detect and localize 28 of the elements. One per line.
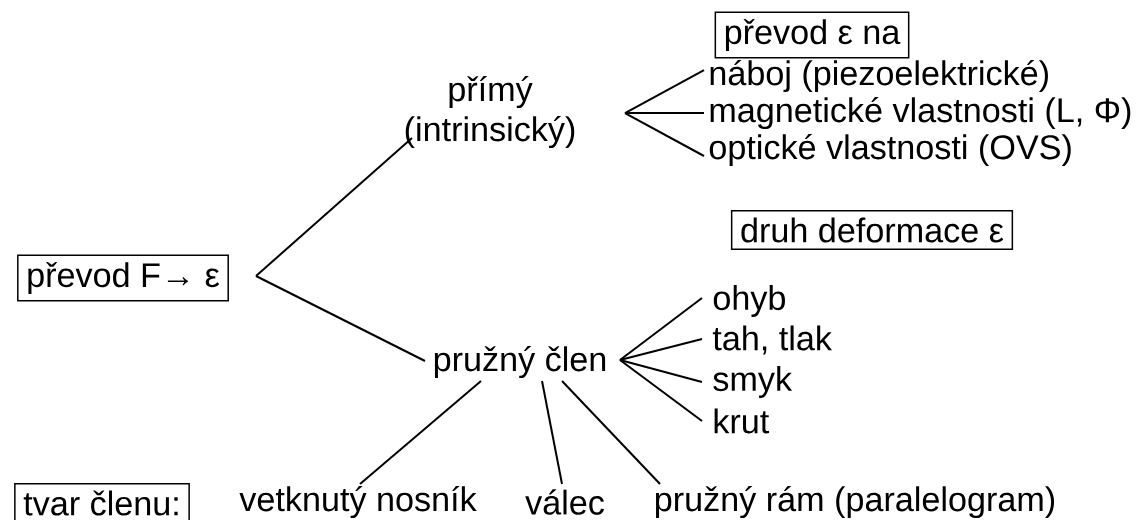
connector-line bbox=[619, 338, 703, 361]
connector-line bbox=[255, 275, 426, 362]
connector-line bbox=[624, 69, 705, 114]
connector-line bbox=[619, 359, 703, 422]
connector-line bbox=[624, 112, 705, 114]
item-label: tah, tlak bbox=[712, 325, 832, 355]
branch-label: pružný člen bbox=[434, 345, 606, 379]
item-label: ohyb bbox=[713, 285, 785, 317]
item-label: optické vlastnosti (OVS) bbox=[709, 133, 1071, 167]
item-label: náboj (piezoelektrické) bbox=[710, 59, 1048, 93]
heading-box: převod ε na bbox=[714, 11, 910, 59]
connector-line bbox=[255, 137, 413, 277]
connector-line bbox=[619, 359, 703, 383]
item-label: vetknutý nosník bbox=[239, 485, 477, 519]
item-label: válec bbox=[525, 489, 604, 515]
item-label: magnetické vlastnosti (L, Φ) bbox=[710, 96, 1131, 130]
branch-label: přímý (intrinsický) bbox=[405, 75, 575, 149]
item-label: krut bbox=[714, 408, 770, 434]
process-box: převod F→ ε bbox=[17, 254, 229, 302]
connector-line bbox=[561, 380, 661, 485]
heading-box: druh deformace ε bbox=[730, 210, 1014, 250]
connector-line bbox=[541, 380, 563, 485]
connector-line bbox=[359, 380, 482, 485]
item-label: smyk bbox=[713, 366, 793, 398]
item-label: pružný rám (paralelogram) bbox=[655, 485, 1055, 519]
connector-line bbox=[619, 297, 703, 361]
heading-box: tvar členu: bbox=[14, 483, 190, 520]
connector-line bbox=[624, 112, 705, 157]
